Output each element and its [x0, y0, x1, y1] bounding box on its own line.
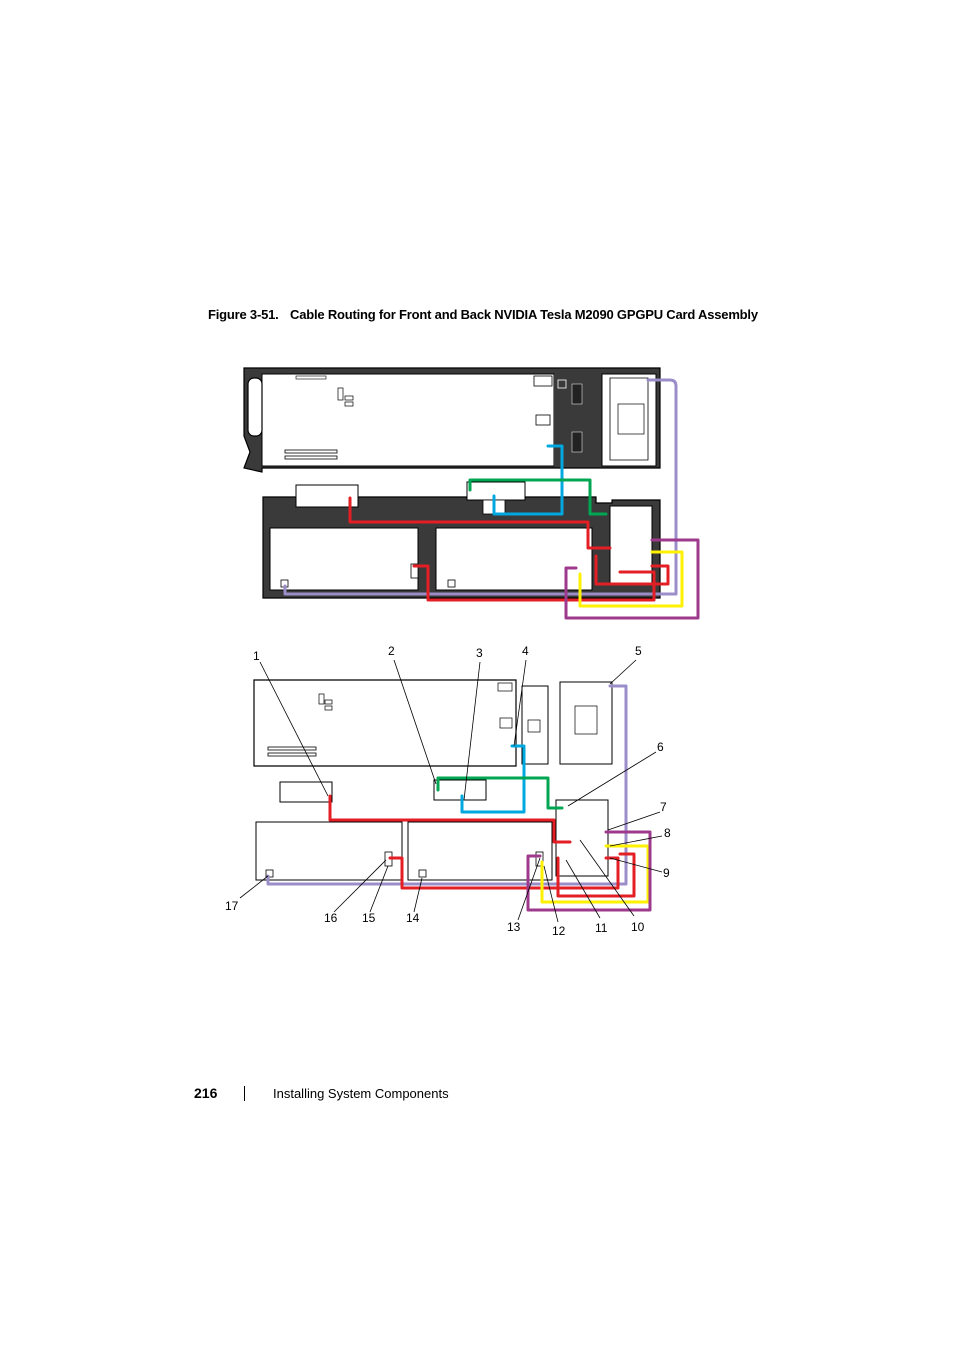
assembled-view	[243, 367, 700, 620]
callout-10: 10	[631, 920, 645, 934]
gpu-backplane-chassis	[262, 481, 661, 599]
figure-caption: Figure 3-51. Cable Routing for Front and …	[208, 306, 768, 324]
callout-1: 1	[253, 649, 260, 663]
callout-11: 11	[595, 921, 608, 935]
green-cable-top	[468, 478, 608, 516]
red-cable-top-2	[412, 564, 656, 602]
callout-7: 7	[660, 800, 667, 814]
exploded-view: 1 2 3 4 5 6 7 8 9 10 11 12 13 14 15 16 1…	[225, 644, 671, 938]
callout-16: 16	[324, 911, 338, 925]
lavender-cable-top	[283, 378, 678, 596]
purple-cable-top	[564, 538, 700, 620]
page-number: 216	[194, 1085, 218, 1101]
callout-14: 14	[406, 911, 420, 925]
callout-9: 9	[663, 866, 670, 880]
yellow-cable-bottom	[540, 844, 650, 904]
purple-cable-bottom	[526, 830, 652, 912]
callout-5: 5	[635, 644, 642, 658]
sled-chassis	[243, 367, 661, 473]
callout-8: 8	[664, 826, 671, 840]
top-cables	[283, 378, 700, 620]
footer-section-title: Installing System Components	[273, 1086, 449, 1101]
callout-12: 12	[552, 924, 566, 938]
red-cable-top-1	[348, 496, 612, 550]
page-footer: 216 Installing System Components	[0, 1083, 954, 1107]
red-cable-bottom-3	[556, 852, 636, 898]
green-cable-bottom	[436, 776, 564, 810]
callout-6: 6	[657, 740, 664, 754]
red-cable-bottom-2	[388, 856, 620, 890]
figure-number: Figure 3-51.	[208, 307, 279, 322]
system-board-exploded	[253, 679, 613, 767]
callout-17: 17	[225, 899, 239, 913]
callout-13: 13	[507, 920, 521, 934]
red-cable-bottom-1	[328, 794, 572, 844]
callout-2: 2	[388, 644, 395, 658]
leader-lines	[239, 659, 663, 923]
callout-labels: 1 2 3 4 5 6 7 8 9 10 11 12 13 14 15 16 1…	[225, 644, 671, 938]
gpu-backplane-exploded	[255, 779, 609, 881]
callout-4: 4	[522, 644, 529, 658]
callout-3: 3	[476, 646, 483, 660]
yellow-cable-top	[578, 550, 684, 608]
footer-divider	[244, 1086, 245, 1101]
lavender-cable-bottom	[266, 684, 628, 886]
callout-15: 15	[362, 911, 376, 925]
figure-title: Cable Routing for Front and Back NVIDIA …	[290, 307, 758, 322]
blue-cable-bottom	[460, 744, 526, 814]
red-cable-top-3	[594, 554, 670, 586]
blue-cable-top	[492, 444, 564, 516]
bottom-cables	[266, 684, 652, 912]
